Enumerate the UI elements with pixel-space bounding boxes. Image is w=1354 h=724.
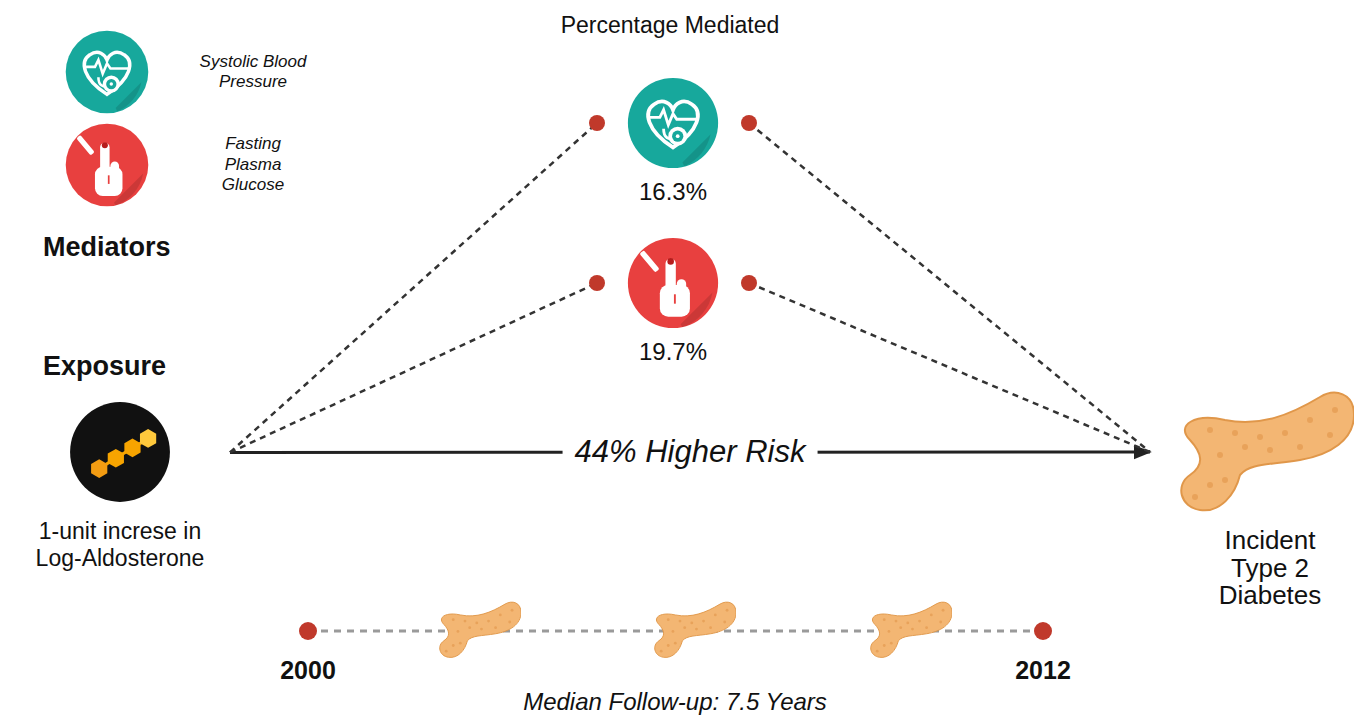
node-text: 16.3% (639, 178, 707, 207)
legend-text-line: Systolic Blood Pressure (178, 52, 328, 93)
glucose-icon (626, 236, 720, 330)
connector-dot (741, 115, 757, 131)
mediator-node: 19.7% (597, 236, 749, 367)
year-label: 2012 (1015, 656, 1071, 685)
pancreas-icon (440, 602, 521, 657)
connector-dot (589, 115, 605, 131)
pancreas-icon (1150, 385, 1354, 519)
pancreas-icon (655, 602, 736, 657)
outcome-node: Incident Type 2 Diabetes (1150, 385, 1354, 610)
icon-holder (626, 76, 720, 170)
legend-item: Fasting Plasma Glucose (64, 122, 348, 208)
node-text: 1-unit increse in Log-Aldosterone (13, 518, 227, 571)
section-title: Percentage Mediated (561, 12, 780, 39)
icon-holder (68, 400, 172, 504)
timeline (299, 602, 1052, 657)
timeline-dot (1034, 622, 1052, 640)
legend-item: Systolic Blood Pressure (64, 29, 348, 115)
exp-icon (68, 400, 172, 504)
icon-holder (1150, 385, 1354, 519)
legend-text-line: Fasting Plasma Glucose (198, 134, 308, 195)
follow-up-note: Median Follow-up: 7.5 Years (523, 688, 827, 716)
edge-label: 44% Higher Risk (563, 434, 818, 470)
dotted-connector (749, 123, 1150, 452)
dotted-connector (230, 123, 597, 452)
node-text: 19.7% (639, 338, 707, 367)
connector-dot (741, 275, 757, 291)
section-heading: Mediators (43, 232, 171, 263)
icon-holder (626, 236, 720, 330)
connector-dot (589, 275, 605, 291)
timeline-dot (299, 622, 317, 640)
mediator-node: 16.3% (597, 76, 749, 207)
dotted-connector (749, 283, 1150, 452)
legend-text: Fasting Plasma Glucose (158, 134, 348, 195)
year-label: 2000 (280, 656, 336, 685)
legend-text: Systolic Blood Pressure (158, 52, 348, 93)
node-text: Incident Type 2 Diabetes (1195, 527, 1345, 610)
legend-swatch (64, 122, 150, 208)
bp-icon (626, 76, 720, 170)
pancreas-icon (871, 602, 952, 657)
exposure-node: Exposure 1-unit increse in Log-Aldosteron… (10, 350, 230, 571)
legend-swatch (64, 29, 150, 115)
dotted-connector (230, 283, 597, 452)
node-heading: Exposure (43, 350, 166, 382)
